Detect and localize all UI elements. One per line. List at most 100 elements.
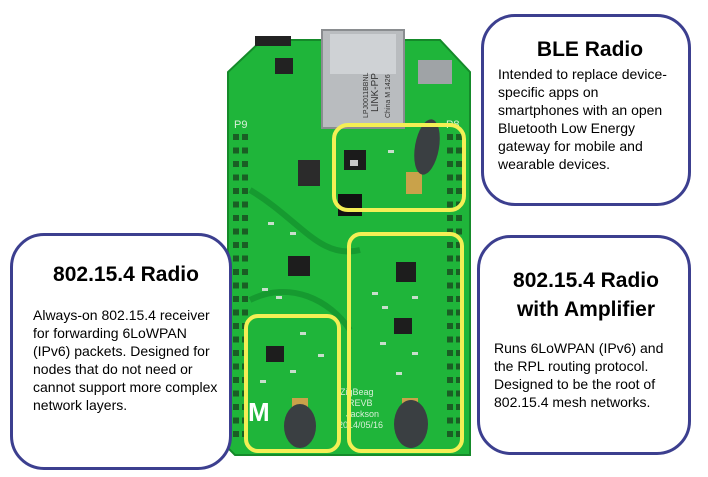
header-pin [242, 255, 248, 262]
header-pin [456, 363, 462, 370]
header-pin [447, 377, 453, 383]
pcb-trace [248, 187, 361, 255]
header-pin [447, 390, 453, 397]
amp-antenna-icon [394, 398, 428, 448]
header-pin [447, 336, 453, 343]
header-pin [456, 417, 462, 424]
header-pin [233, 390, 239, 397]
header-pin [447, 363, 453, 370]
chip [266, 346, 284, 362]
ethernet-part: LPJ0011BBNL [363, 72, 370, 118]
silk-board-author: Jackson [346, 409, 379, 419]
header-pin [242, 134, 248, 140]
header-pin [456, 134, 462, 140]
header-pin [447, 228, 453, 235]
header-pin [242, 228, 248, 235]
header-pin [456, 174, 462, 181]
silk-board-rev: REVB [348, 398, 373, 408]
header-pin [233, 431, 239, 437]
header-pin [242, 269, 248, 275]
radio-154-amp-description: Runs 6LoWPAN (IPv6) and the RPL routing … [494, 340, 664, 410]
header-pin [447, 242, 453, 248]
header-pin [242, 161, 248, 167]
chip [350, 160, 358, 166]
chip [396, 262, 416, 282]
led-strip [418, 60, 452, 84]
ble-radio-callout: BLE Radio Intended to replace device-spe… [481, 14, 691, 206]
highlight-radio-region [244, 314, 341, 453]
ethernet-brand: LINK-PP [370, 73, 381, 112]
header-pin [456, 269, 462, 275]
chip [288, 256, 310, 276]
header-pin [456, 336, 462, 343]
header-pin [456, 309, 462, 316]
header-pin [447, 431, 453, 437]
header-pin [456, 390, 462, 397]
ble-antenna-icon [406, 119, 440, 194]
highlight-ble-region [332, 123, 466, 212]
radio-154-amp-title-line2: with Amplifier [516, 298, 656, 321]
header-p9-label: P9 [234, 119, 247, 131]
silk-board-name: ZigBeag [340, 387, 374, 397]
radio-154-amp-title-line1: 802.15.4 Radio [513, 269, 659, 292]
header-pin [233, 174, 239, 181]
header-pin [447, 350, 453, 356]
header-pin [456, 350, 462, 356]
ble-radio-description: Intended to replace device-specific apps… [498, 66, 667, 172]
header-pin [242, 147, 248, 154]
header-pin [447, 282, 453, 289]
header-pin [456, 296, 462, 302]
header-pin [233, 350, 239, 356]
header-pin [242, 282, 248, 289]
header-pin [242, 188, 248, 194]
header-pin [233, 377, 239, 383]
header-pin [447, 215, 453, 221]
radio-154-title: 802.15.4 Radio [53, 263, 199, 286]
header-pin [456, 228, 462, 235]
header-pin [456, 282, 462, 289]
header-pin [447, 188, 453, 194]
header-pin [242, 174, 248, 181]
header-pin [233, 404, 239, 410]
header-pin [447, 161, 453, 167]
header-pin [233, 134, 239, 140]
header-pin [233, 336, 239, 343]
header-pin [233, 228, 239, 235]
header-pin [233, 296, 239, 302]
jumper-header [298, 160, 320, 184]
header-pin [242, 242, 248, 248]
header-pin [242, 215, 248, 221]
header-pin [456, 147, 462, 154]
header-pin [447, 417, 453, 424]
header-pin [242, 201, 248, 208]
header-pin [447, 323, 453, 329]
radio-antenna-icon [284, 398, 316, 448]
header-pin [456, 404, 462, 410]
ethernet-jack-front [330, 34, 396, 74]
header-pin [456, 188, 462, 194]
radio-154-description: Always-on 802.15.4 receiver for forwardi… [33, 307, 218, 413]
header-pin [242, 309, 248, 316]
header-pin [456, 255, 462, 262]
header-pin [233, 147, 239, 154]
header-pin [447, 404, 453, 410]
header-pin [233, 201, 239, 208]
header-pin [233, 323, 239, 329]
ble-radio-title: BLE Radio [536, 38, 644, 61]
header-pin [447, 269, 453, 275]
header-pin [456, 161, 462, 167]
chip [275, 58, 293, 74]
header-pin [233, 161, 239, 167]
header-pin [456, 377, 462, 383]
university-logo: M [248, 397, 270, 427]
header-pin [447, 309, 453, 316]
header-pin [447, 174, 453, 181]
radio-154-callout: 802.15.4 Radio Always-on 802.15.4 receiv… [10, 233, 232, 470]
silk-board-date: 2014/05/16 [338, 420, 383, 430]
header-p8-pins [447, 134, 462, 437]
header-pin [447, 201, 453, 208]
header-pin [447, 147, 453, 154]
radio-154-amp-callout: 802.15.4 Radio with Amplifier Runs 6LoWP… [477, 235, 691, 455]
header-pin [456, 323, 462, 329]
header-pin [233, 363, 239, 370]
